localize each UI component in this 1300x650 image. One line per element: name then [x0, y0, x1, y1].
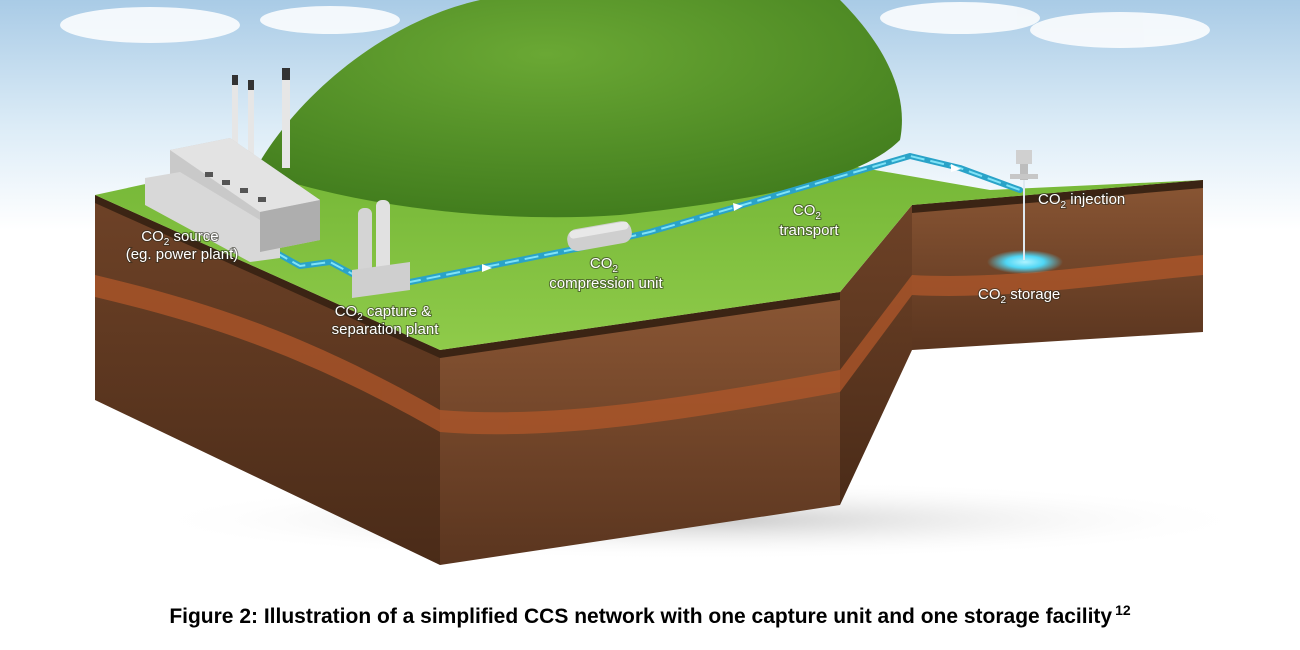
flow-arrows	[482, 164, 961, 272]
wellhead-icon	[1010, 150, 1038, 180]
hill	[255, 0, 902, 218]
label-co2-source: CO2 source (eg. power plant)	[126, 228, 239, 263]
factory-icon	[145, 68, 320, 262]
label-co2-transport: CO2 transport	[779, 202, 839, 239]
label-co2-capture: CO2 capture & separation plant	[332, 303, 440, 338]
figure-caption: Figure 2: Illustration of a simplified C…	[0, 602, 1300, 629]
label-co2-compression: CO2 compression unit	[549, 255, 663, 292]
rock-band	[95, 255, 1203, 435]
soil-block	[95, 180, 1203, 565]
clouds	[60, 2, 1210, 48]
label-co2-injection: CO2 injection	[1038, 191, 1125, 211]
footnote-reference: 12	[1115, 602, 1131, 618]
label-co2-storage: CO2 storage	[978, 286, 1060, 306]
ccs-network-diagram: CO2 source (eg. power plant) CO2 capture…	[0, 0, 1300, 565]
topsoil-rim	[95, 180, 1203, 358]
silo-icon	[352, 200, 410, 298]
tank-icon	[567, 221, 632, 251]
caption-text: Figure 2: Illustration of a simplified C…	[169, 605, 1113, 628]
storage-glow	[987, 250, 1063, 274]
